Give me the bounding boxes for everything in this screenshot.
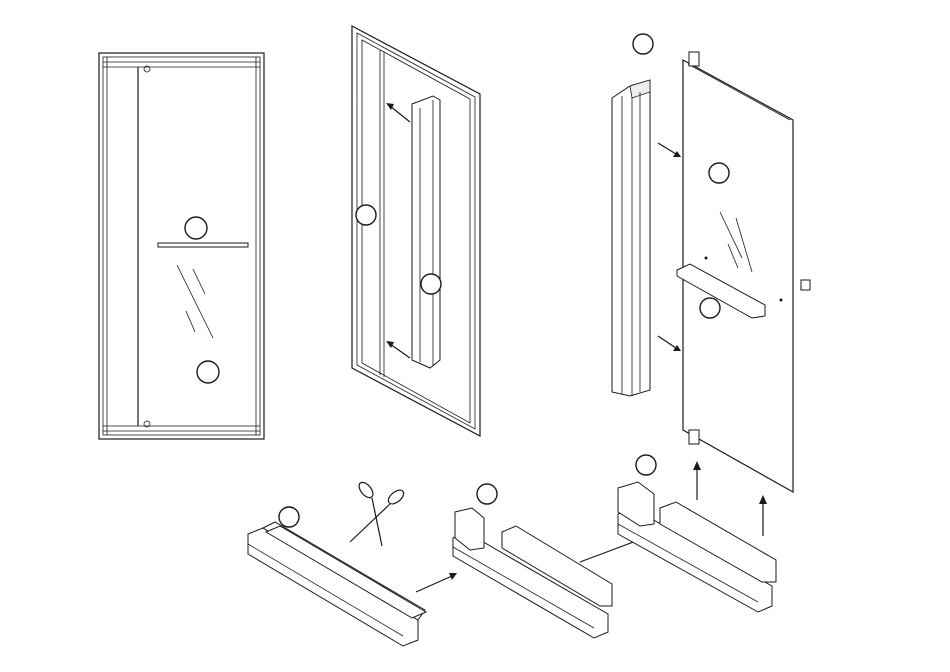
bar-fixing-icon [801, 280, 810, 290]
callout-marker [197, 361, 219, 383]
bottom-hinge-icon [689, 430, 699, 444]
callout-marker [185, 217, 207, 239]
arrow-icon [658, 143, 676, 154]
door-front-view [99, 53, 264, 439]
bottom-rail-cutting [248, 455, 776, 646]
arrow-icon [390, 344, 410, 358]
callout-marker [421, 274, 441, 294]
wall-profile [612, 80, 650, 396]
arrow-icon [390, 106, 410, 122]
arrow-icon [658, 336, 676, 348]
callout-marker [636, 455, 656, 475]
callout-marker [700, 298, 720, 318]
towel-bar [677, 264, 765, 318]
arrow-icon [580, 541, 636, 562]
top-hinge-icon [689, 52, 699, 66]
callout-marker [279, 507, 299, 527]
vertical-profile [412, 96, 440, 368]
callout-marker [356, 205, 376, 225]
callout-marker [709, 163, 729, 183]
scissors-icon [350, 480, 406, 546]
callout-marker [633, 34, 653, 54]
frame-profile-insert [352, 26, 480, 436]
callout-marker [477, 484, 497, 504]
arrow-icon [416, 576, 452, 592]
towel-bar [158, 243, 248, 247]
glass-panel-assembly [612, 34, 810, 492]
glass-reflection [177, 265, 213, 338]
rail-full [248, 528, 418, 646]
